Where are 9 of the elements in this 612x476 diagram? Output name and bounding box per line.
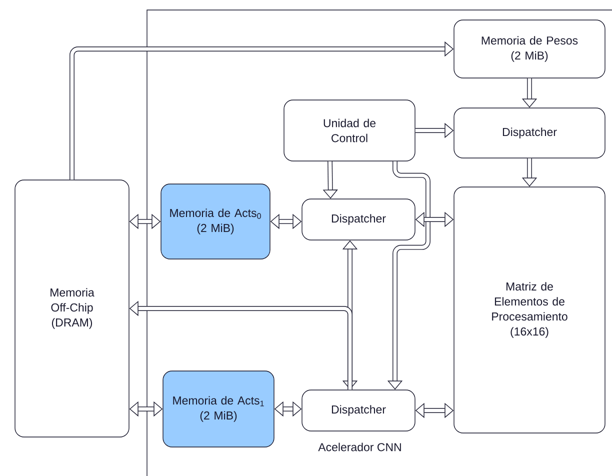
memory-box: Memoria de Pesos (2 MiB) (454, 20, 606, 78)
dispatcher-box: Dispatcher (302, 198, 416, 240)
control-unit-box: Unidad de Control (284, 100, 416, 162)
dispatcher-box: Dispatcher (454, 108, 606, 158)
processing-array-box: Matriz de Elementos de Procesamiento (16x16) (454, 186, 606, 434)
memory-box: Memoria de Acts$_{1}$ (2 MiB) (162, 370, 274, 448)
memory-box: Memoria Off-Chip (DRAM) (14, 180, 130, 438)
memory-box: Memoria de Acts$_{0}$ (2 MiB) (160, 184, 270, 260)
dispatcher-box: Dispatcher (302, 390, 416, 432)
